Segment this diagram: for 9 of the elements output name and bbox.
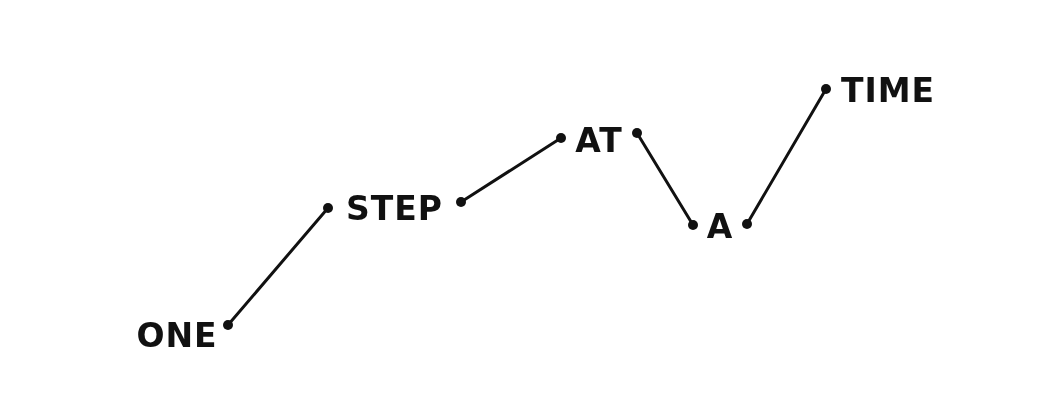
word-label: TIME bbox=[840, 73, 936, 107]
connector-line bbox=[742, 84, 831, 229]
word-label: STEP bbox=[346, 191, 443, 225]
connector-line bbox=[223, 203, 333, 330]
connector-line bbox=[632, 128, 698, 230]
word-label: ONE bbox=[136, 318, 218, 352]
word-label: A bbox=[706, 209, 734, 243]
word-label: AT bbox=[575, 123, 623, 157]
connector-line bbox=[456, 133, 566, 207]
